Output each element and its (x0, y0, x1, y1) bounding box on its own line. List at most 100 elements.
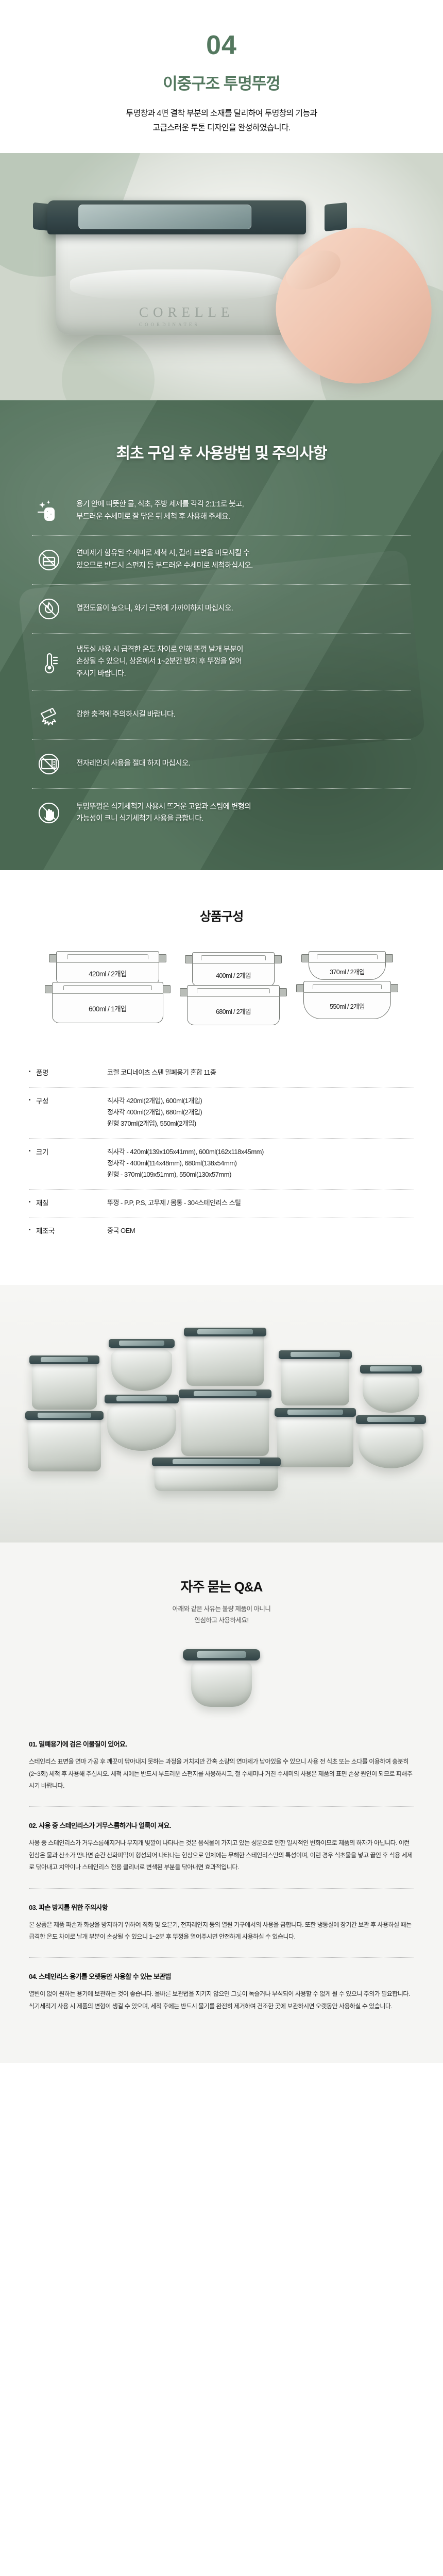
diagram-lid (52, 982, 163, 994)
product-lid (279, 1350, 352, 1360)
diagram-container-top: 370ml / 2개입 (301, 951, 393, 980)
round-container-body (191, 1663, 252, 1707)
product-item (184, 1328, 266, 1386)
product-item (29, 1355, 99, 1410)
care-item-line: 있으므로 반드시 스펀지 등 부드러운 수세미로 세척하십시오. (76, 561, 253, 570)
lifestyle-group-photo (0, 1285, 443, 1543)
spec-value-line: 코렐 코디네이츠 스텐 밀폐용기 혼합 11종 (107, 1069, 216, 1077)
faq-list: 01. 밀폐용기에 검은 이물질이 있어요. 스테인리스 표면을 연마 가공 후… (0, 1725, 443, 2027)
spec-key: 제조국 (29, 1225, 107, 1235)
spec-value-line: 정사각 - 400ml(114x48mm), 680ml(138x54mm) (107, 1159, 237, 1167)
diagram-column: 370ml / 2개입 550ml / 2개입 (296, 951, 398, 1025)
leaf-decoration-bottom-icon (62, 333, 155, 400)
spec-value-line: 중국 OEM (107, 1227, 135, 1235)
faq-question: 02. 사용 중 스테인리스가 거무스름하거나 얼룩이 져요. (29, 1822, 172, 1830)
diagram-body: 420ml / 2개입 (56, 962, 159, 985)
product-lid (29, 1355, 99, 1365)
care-item-text: 열전도율이 높으니, 화기 근처에 가까이하지 마십시오. (76, 603, 233, 615)
diagram-label: 600ml / 1개입 (89, 1005, 127, 1013)
care-background-image (0, 400, 443, 871)
product-detail-page: 04 이중구조 투명뚜껑 투명창과 4면 결착 부분의 소재를 달리하여 투명창… (0, 0, 443, 2063)
page-title: 이중구조 투명뚜껑 (163, 75, 281, 93)
product-item (279, 1350, 352, 1406)
diagram-label: 680ml / 2개입 (216, 1008, 251, 1015)
care-item-line: 냉동실 사용 시 급격한 온도 차이로 인해 뚜껑 날개 부분이 (76, 645, 243, 654)
diagram-lid (303, 981, 391, 993)
care-item: 강한 충격에 주의하시길 바랍니다. (32, 690, 411, 739)
faq-answer: 열변이 없이 원하는 용기에 보관하는 것이 좋습니다. 올바른 보관법을 지키… (29, 1990, 410, 2010)
no-microwave-icon (35, 750, 63, 778)
care-item: 투명뚜껑은 식기세척기 사용시 뜨거운 고압과 스팀에 변형의 가능성이 크니 … (32, 788, 411, 837)
care-item-line: 강한 충격에 주의하시길 바랍니다. (76, 710, 176, 719)
product-item-round (360, 1365, 422, 1413)
faq-item[interactable]: 04. 스테인리스 용기를 오랫동안 사용할 수 있는 보관법 열변이 없이 원… (29, 1957, 414, 2027)
brand-logo-subtext: COORDINATES (139, 321, 200, 327)
faq-subtitle-line-2: 안심하고 사용하세요! (194, 1617, 249, 1624)
care-item: 연마제가 함유된 수세미로 세척 시, 컬러 표면을 마모시킬 수 있으므로 반… (32, 535, 411, 584)
faq-item[interactable]: 03. 파손 방지를 위한 주의사항 본 상품은 제품 파손과 화상을 방지하기… (29, 1888, 414, 1958)
impact-warning-icon (35, 701, 63, 729)
care-item-text: 전자레인지 사용을 절대 하지 마십시오. (76, 758, 191, 770)
diagram-body: 550ml / 2개입 (303, 992, 391, 1020)
product-lid (152, 1458, 281, 1467)
diagram-body: 680ml / 2개입 (187, 996, 280, 1026)
diagram-body: 370ml / 2개입 (309, 962, 386, 980)
diagram-lid (192, 952, 275, 964)
care-items-list: 용기 안에 따뜻한 물, 식초, 주방 세제를 각각 2:1:1로 붓고, 부드… (0, 487, 443, 837)
product-item-round (105, 1395, 179, 1451)
faq-question: 03. 파손 방지를 위한 주의사항 (29, 1903, 108, 1911)
spec-table: 품명 코렐 코디네이츠 스텐 밀폐용기 혼합 11종 구성 직사각 420ml(… (0, 1047, 443, 1275)
spec-key: 품명 (29, 1067, 107, 1077)
care-item-line: 가능성이 크니 식기세척기 사용을 금합니다. (76, 815, 203, 823)
diagram-label: 370ml / 2개입 (330, 968, 365, 976)
faq-subtitle-line-1: 아래와 같은 사유는 불량 제품이 아니니 (172, 1605, 271, 1613)
spec-value-line: 뚜껑 - P.P, P.S, 고무제 / 몸통 - 304스테인리스 스틸 (107, 1198, 241, 1207)
care-instructions-section: 최초 구입 후 사용방법 및 주의사항 (0, 400, 443, 871)
product-item (275, 1408, 356, 1468)
spec-row: 품명 코렐 코디네이츠 스텐 밀폐용기 혼합 11종 (29, 1059, 414, 1087)
spec-row: 제조국 중국 OEM (29, 1217, 414, 1245)
faq-item[interactable]: 02. 사용 중 스테인리스가 거무스름하거나 얼룩이 져요. 사용 중 스테인… (29, 1806, 414, 1888)
faq-item[interactable]: 01. 밀폐용기에 검은 이물질이 있어요. 스테인리스 표면을 연마 가공 후… (29, 1725, 414, 1806)
diagram-container-top: 420ml / 2개입 (49, 951, 166, 985)
size-diagram: 420ml / 2개입 600ml / 1개입 (0, 951, 443, 1047)
sponge-bubbles-icon (35, 497, 63, 525)
care-item-line: 손상될 수 있으니, 상온에서 1~2분간 방치 후 뚜껑을 열어 (76, 657, 242, 666)
product-item-round (356, 1415, 426, 1469)
spec-value: 뚜껑 - P.P, P.S, 고무제 / 몸통 - 304스테인리스 스틸 (107, 1197, 241, 1209)
intro-section: 04 이중구조 투명뚜껑 투명창과 4면 결착 부분의 소재를 달리하여 투명창… (0, 0, 443, 153)
intro-description-line-1: 투명창과 4면 결착 부분의 소재를 달리하여 투명창의 기능과 (126, 109, 318, 118)
diagram-container-bottom: 550ml / 2개입 (296, 981, 398, 1020)
round-container-illustration (183, 1642, 260, 1707)
product-lid (275, 1408, 356, 1417)
care-section-title: 최초 구입 후 사용방법 및 주의사항 (116, 445, 327, 462)
care-item-line: 용기 안에 따뜻한 물, 식초, 주방 세제를 각각 2:1:1로 붓고, (76, 500, 244, 509)
faq-title: 자주 묻는 Q&A (180, 1579, 263, 1595)
diagram-label: 420ml / 2개입 (89, 970, 127, 978)
spec-value-line: 직사각 - 420ml(139x105x41mm), 600ml(162x118… (107, 1147, 264, 1156)
care-item-text: 냉동실 사용 시 급격한 온도 차이로 인해 뚜껑 날개 부분이 손상될 수 있… (76, 644, 243, 680)
care-item-line: 투명뚜껑은 식기세척기 사용시 뜨거운 고압과 스팀에 변형의 (76, 802, 251, 811)
care-item-text: 투명뚜껑은 식기세척기 사용시 뜨거운 고압과 스팀에 변형의 가능성이 크니 … (76, 801, 251, 825)
faq-answer: 본 상품은 제품 파손과 화상을 방지하기 위하여 직화 및 오븐기, 전자레인… (29, 1921, 412, 1940)
care-item: 냉동실 사용 시 급격한 온도 차이로 인해 뚜껑 날개 부분이 손상될 수 있… (32, 633, 411, 690)
spec-value-line: 원형 370ml(2개입), 550ml(2개입) (107, 1120, 196, 1128)
faq-section: 자주 묻는 Q&A 아래와 같은 사유는 불량 제품이 아니니 안심하고 사용하… (0, 1543, 443, 2063)
intro-description: 투명창과 4면 결착 부분의 소재를 달리하여 투명창의 기능과 고급스러운 투… (0, 107, 443, 153)
no-dishwasher-hand-icon (35, 799, 63, 827)
intro-description-line-2: 고급스러운 투톤 디자인을 완성하였습니다. (152, 123, 291, 132)
no-fire-icon (35, 595, 63, 623)
diagram-label: 400ml / 2개입 (216, 972, 251, 979)
spec-value: 직사각 420ml(2개입), 600ml(1개입) 정사각 400ml(2개입… (107, 1095, 202, 1130)
care-item-line: 연마제가 함유된 수세미로 세척 시, 컬러 표면을 마모시킬 수 (76, 549, 250, 558)
product-lid (184, 1328, 266, 1337)
care-item-line: 주시기 바랍니다. (76, 669, 126, 678)
spec-key: 구성 (29, 1095, 107, 1106)
product-lid (179, 1389, 271, 1399)
composition-title: 상품구성 (199, 910, 244, 924)
product-lid (356, 1415, 426, 1425)
care-item-text: 강한 충격에 주의하시길 바랍니다. (76, 709, 176, 721)
spec-value-line: 원형 - 370ml(109x51mm), 550ml(130x57mm) (107, 1171, 231, 1179)
care-item-line: 전자레인지 사용을 절대 하지 마십시오. (76, 759, 191, 768)
faq-question: 04. 스테인리스 용기를 오랫동안 사용할 수 있는 보관법 (29, 1973, 172, 1981)
